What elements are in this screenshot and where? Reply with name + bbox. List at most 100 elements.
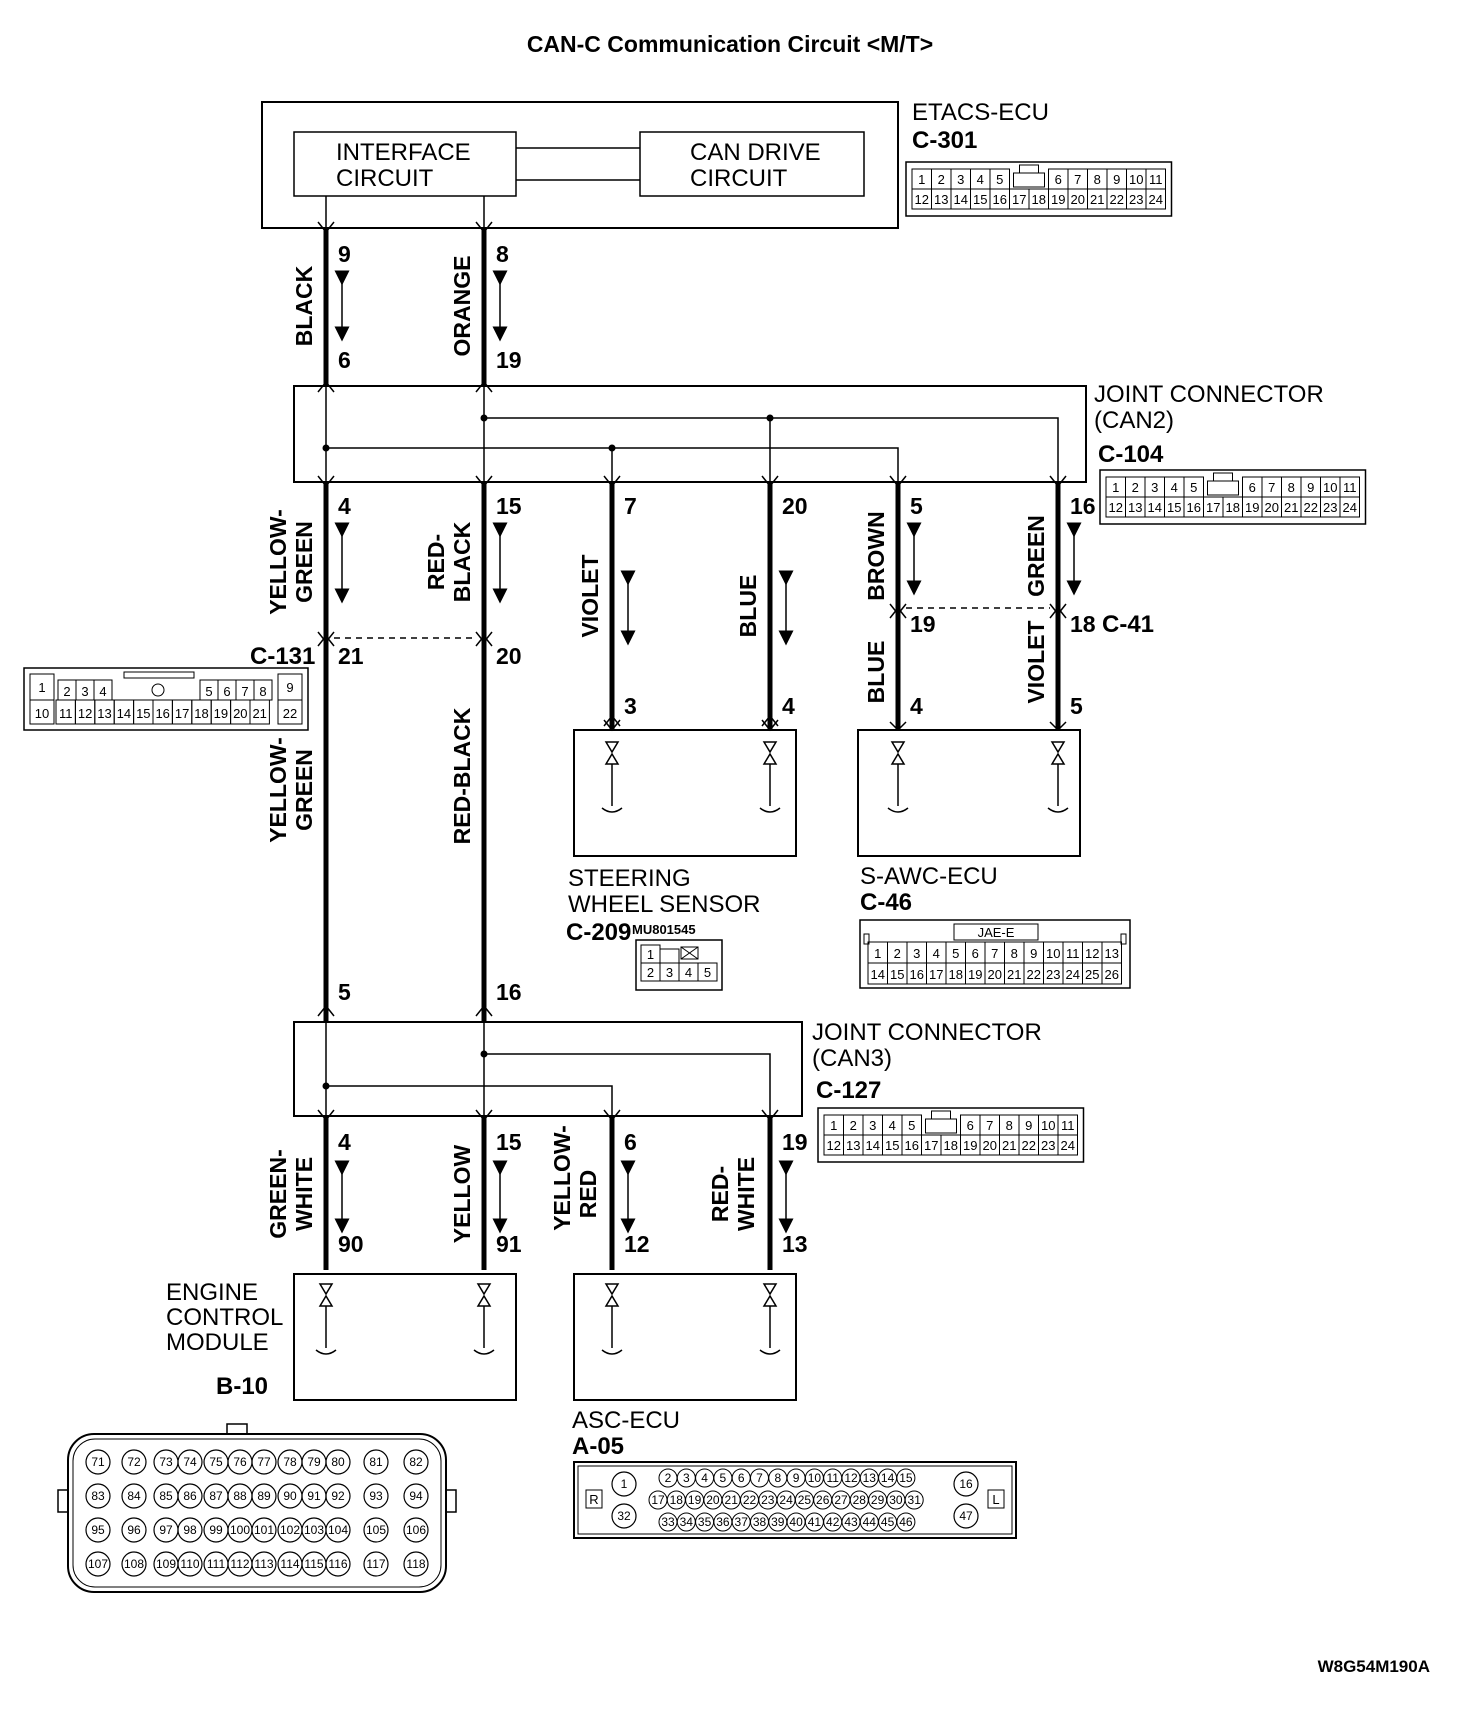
pin-number: 19	[1245, 500, 1259, 515]
pin-number: 21	[1090, 192, 1104, 207]
pin-label: 5	[1070, 693, 1083, 719]
pin-number: 21	[1007, 967, 1021, 982]
pin-number: 95	[91, 1523, 105, 1537]
pin-number: 14	[117, 706, 131, 721]
pin-number: 118	[406, 1557, 425, 1571]
pin-number: 24	[1066, 967, 1080, 982]
pin-number: 74	[183, 1455, 197, 1469]
pin-number: 24	[1343, 500, 1357, 515]
pin-number: 13	[934, 192, 948, 207]
pin-number: 2	[894, 946, 901, 961]
pin-number: 19	[1051, 192, 1065, 207]
pin-number: 15	[899, 1471, 913, 1485]
pin-number: 22	[1110, 192, 1124, 207]
pin-number: 80	[331, 1455, 345, 1469]
pin-number: 5	[704, 965, 711, 980]
ecm-internal-terminals	[315, 1283, 495, 1355]
pin-label: 20	[782, 493, 808, 519]
wire-color-yellow-red: YELLOW-	[549, 1125, 575, 1231]
pin-number: 2	[647, 965, 654, 980]
wire-color-violet-2: VIOLET	[1023, 620, 1049, 703]
ecm-name: ENGINE	[166, 1279, 258, 1306]
pin-number: 10	[1323, 480, 1337, 495]
pin-number: 17	[924, 1138, 938, 1153]
pin-number: 8	[1094, 172, 1101, 187]
pin-number: 3	[957, 172, 964, 187]
pin-number: 113	[254, 1557, 273, 1571]
pin-number: 45	[881, 1515, 895, 1529]
pin-number: 89	[257, 1489, 271, 1503]
pin-label: 19	[910, 611, 936, 637]
pin-label: 18	[1070, 611, 1096, 637]
pin-number: 96	[127, 1523, 141, 1537]
pin-number: 41	[808, 1515, 822, 1529]
wire-color-red-black-long: RED-BLACK	[449, 707, 475, 844]
pin-number: 13	[1128, 500, 1142, 515]
pin-number: 2	[63, 684, 70, 699]
pin-number: 12	[827, 1138, 841, 1153]
pin-number: 4	[1171, 480, 1178, 495]
etacs-name: ETACS-ECU	[912, 99, 1049, 126]
ecm-name-3: MODULE	[166, 1329, 269, 1356]
pin-number: 108	[124, 1557, 144, 1571]
pin-number: 13	[1105, 946, 1119, 961]
steering-wheel-sensor-box	[573, 729, 797, 857]
pin-number: 11	[1066, 946, 1080, 961]
pin-number: 46	[899, 1515, 913, 1529]
pin-number: 6	[967, 1118, 974, 1133]
pin-number: 4	[99, 684, 106, 699]
pin-label: 90	[338, 1231, 364, 1257]
pin-label: 16	[1070, 493, 1096, 519]
pin-number: 18	[1032, 192, 1046, 207]
s-awc-ecu-box	[857, 729, 1081, 857]
pin-number: 24	[779, 1493, 793, 1507]
pin-number: 115	[304, 1557, 323, 1571]
pin-number: 98	[183, 1523, 197, 1537]
pin-number: 5	[952, 946, 959, 961]
pin-number: 84	[127, 1489, 141, 1503]
asc-ecu-box	[573, 1273, 797, 1401]
pin-number: 42	[826, 1515, 840, 1529]
pin-number: 20	[706, 1493, 720, 1507]
pin-number: 12	[844, 1471, 858, 1485]
pin-number: 83	[91, 1489, 105, 1503]
pin-number: 3	[913, 946, 920, 961]
pin-number: 16	[1187, 500, 1201, 515]
pin-number: 7	[986, 1118, 993, 1133]
pin-number: 39	[771, 1515, 785, 1529]
pin-number: 20	[1071, 192, 1085, 207]
pin-number: 8	[1011, 946, 1018, 961]
joint-connector-can3-box	[293, 1021, 803, 1117]
interface-circuit-label: INTERFACE	[336, 139, 471, 166]
pin-number: 9	[1113, 172, 1120, 187]
pin-number: 9	[1307, 480, 1314, 495]
joint-can2-name: JOINT CONNECTOR	[1094, 381, 1324, 408]
wire-color-red-black-2: BLACK	[449, 521, 475, 602]
pin-number: 3	[869, 1118, 876, 1133]
pin-number: 1	[918, 172, 925, 187]
steering-name-2: WHEEL SENSOR	[568, 891, 760, 918]
pin-number: 106	[406, 1523, 426, 1537]
pin-label: 20	[496, 643, 522, 669]
pin-number: 21	[252, 706, 266, 721]
pin-number: 26	[816, 1493, 830, 1507]
pin-number: 4	[977, 172, 984, 187]
pin-number: 99	[209, 1523, 223, 1537]
pin-number: 7	[241, 684, 248, 699]
pin-number: 100	[230, 1523, 250, 1537]
pin-number: 85	[159, 1489, 173, 1503]
wire-color-orange: ORANGE	[449, 256, 475, 357]
steering-connector-id: C-209	[566, 919, 631, 946]
pin-number: 4	[933, 946, 940, 961]
pin-number: 103	[304, 1523, 324, 1537]
wire-color-yellow-green-2: GREEN	[291, 521, 317, 603]
pin-number: 15	[1167, 500, 1181, 515]
pin-number: 87	[209, 1489, 223, 1503]
pin-number: 5	[908, 1118, 915, 1133]
pin-number: 43	[844, 1515, 858, 1529]
pin-number: 35	[698, 1515, 712, 1529]
pin-number: 18	[194, 706, 208, 721]
pin-number: 22	[1022, 1138, 1036, 1153]
